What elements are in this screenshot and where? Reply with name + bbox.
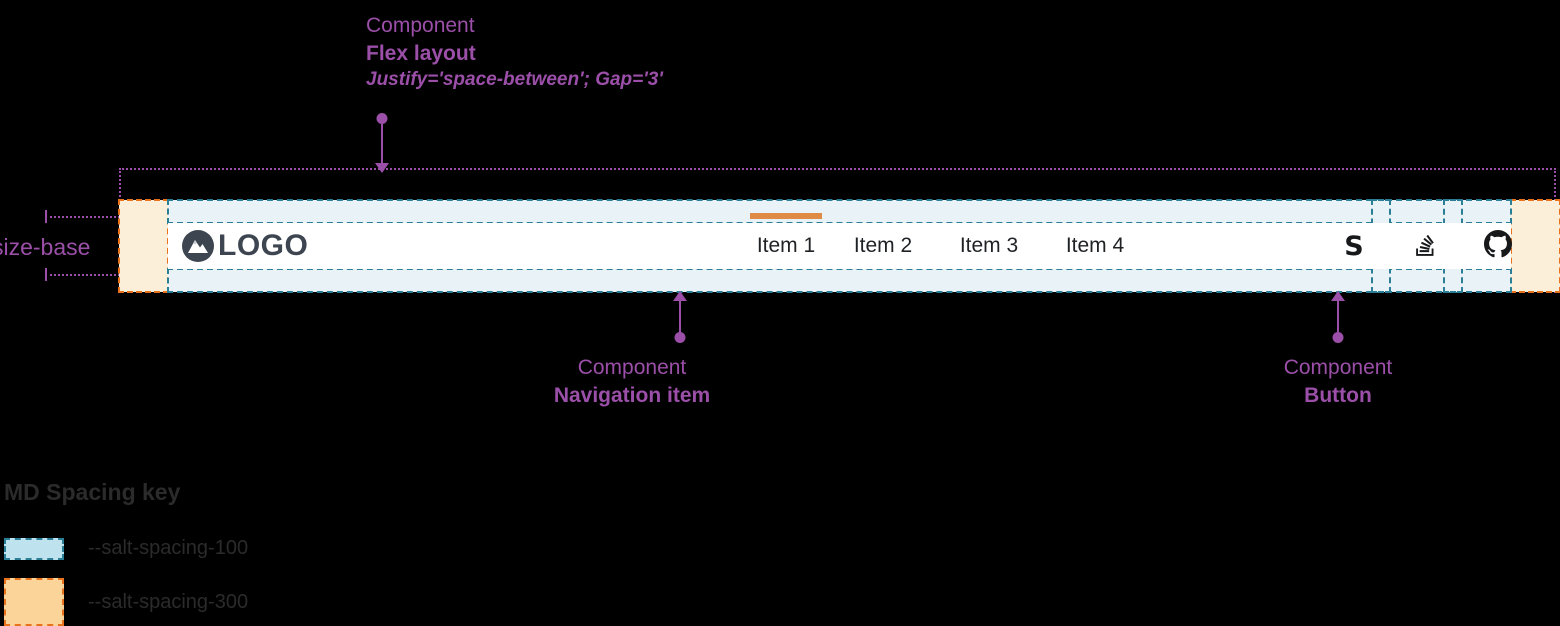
dimension-label: size-base [0, 234, 91, 260]
nav-item-1[interactable]: Item 1 [742, 213, 830, 258]
spacing-100-swatch [4, 537, 64, 560]
stackoverflow-button[interactable] [1408, 223, 1444, 269]
spacing-key-title: MD Spacing key [4, 479, 181, 505]
dimension-line-top [45, 216, 120, 218]
spacing-300-right [1510, 199, 1560, 293]
spacing-key-label: --salt-spacing-300 [88, 590, 249, 613]
annotation-name: Button [1304, 383, 1372, 407]
annotation-button: Component Button [1218, 354, 1458, 409]
annotation-name: Flex layout [366, 41, 476, 65]
annotation-flex-layout: Component Flex layout Justify='space-bet… [366, 12, 663, 93]
nav-item-2[interactable]: Item 2 [830, 234, 936, 258]
dimension-cap-top [45, 210, 47, 223]
navigation-items: Item 1 Item 2 Item 3 Item 4 [742, 213, 1148, 269]
annotation-navigation-item: Component Navigation item [512, 354, 752, 409]
leader-dot [674, 332, 686, 343]
leader-line-button [1331, 291, 1345, 343]
github-icon [1484, 229, 1512, 263]
spacing-100-top [167, 199, 1512, 224]
spacing-key-label: --salt-spacing-100 [88, 537, 249, 559]
annotation-kind: Component [577, 356, 687, 379]
nav-item-label: Item 4 [1065, 234, 1125, 257]
nav-item-label: Item 2 [853, 234, 913, 257]
leader-arrowhead [1331, 291, 1345, 301]
height-dimension-marker [45, 200, 120, 292]
github-button[interactable] [1480, 223, 1516, 269]
leader-arrowhead [673, 291, 687, 301]
annotation-name: Navigation item [553, 383, 711, 407]
spacing-100-bottom [167, 268, 1512, 293]
nav-item-3[interactable]: Item 3 [936, 234, 1042, 258]
leader-dot [1332, 332, 1344, 343]
navigation-bar: LOGO Item 1 Item 2 Item 3 Item 4 [168, 213, 1512, 269]
annotation-props: Justify='space-between'; Gap='3' [366, 69, 663, 91]
salt-s-icon: S [1344, 230, 1364, 262]
leader-line-flex-layout [375, 113, 389, 173]
dimension-cap-bottom [45, 268, 47, 281]
leader-stem [679, 292, 681, 338]
leader-stem [381, 118, 383, 172]
logo-text: LOGO [218, 229, 309, 262]
annotation-kind: Component [366, 14, 475, 37]
spacing-key-row-300: --salt-spacing-300 [4, 578, 248, 626]
leader-dot [376, 113, 388, 124]
leader-stem [1337, 292, 1339, 338]
navigation-bar-region: LOGO Item 1 Item 2 Item 3 Item 4 [118, 199, 1560, 293]
active-indicator [750, 213, 822, 219]
spacing-key-row-100: --salt-spacing-100 [4, 537, 248, 560]
leader-line-navigation-item [673, 291, 687, 343]
salt-button[interactable]: S [1336, 223, 1372, 269]
nav-item-label: Item 3 [959, 234, 1019, 257]
nav-item-4[interactable]: Item 4 [1042, 234, 1148, 258]
spacing-300-swatch [4, 578, 64, 626]
mountain-logo-icon [182, 230, 214, 262]
dimension-line-bottom [45, 274, 120, 276]
stackoverflow-icon [1413, 231, 1439, 262]
nav-item-label: Item 1 [756, 234, 816, 257]
annotation-kind: Component [1283, 356, 1393, 379]
logo[interactable]: LOGO [182, 229, 308, 263]
spacing-300-left [118, 199, 169, 293]
